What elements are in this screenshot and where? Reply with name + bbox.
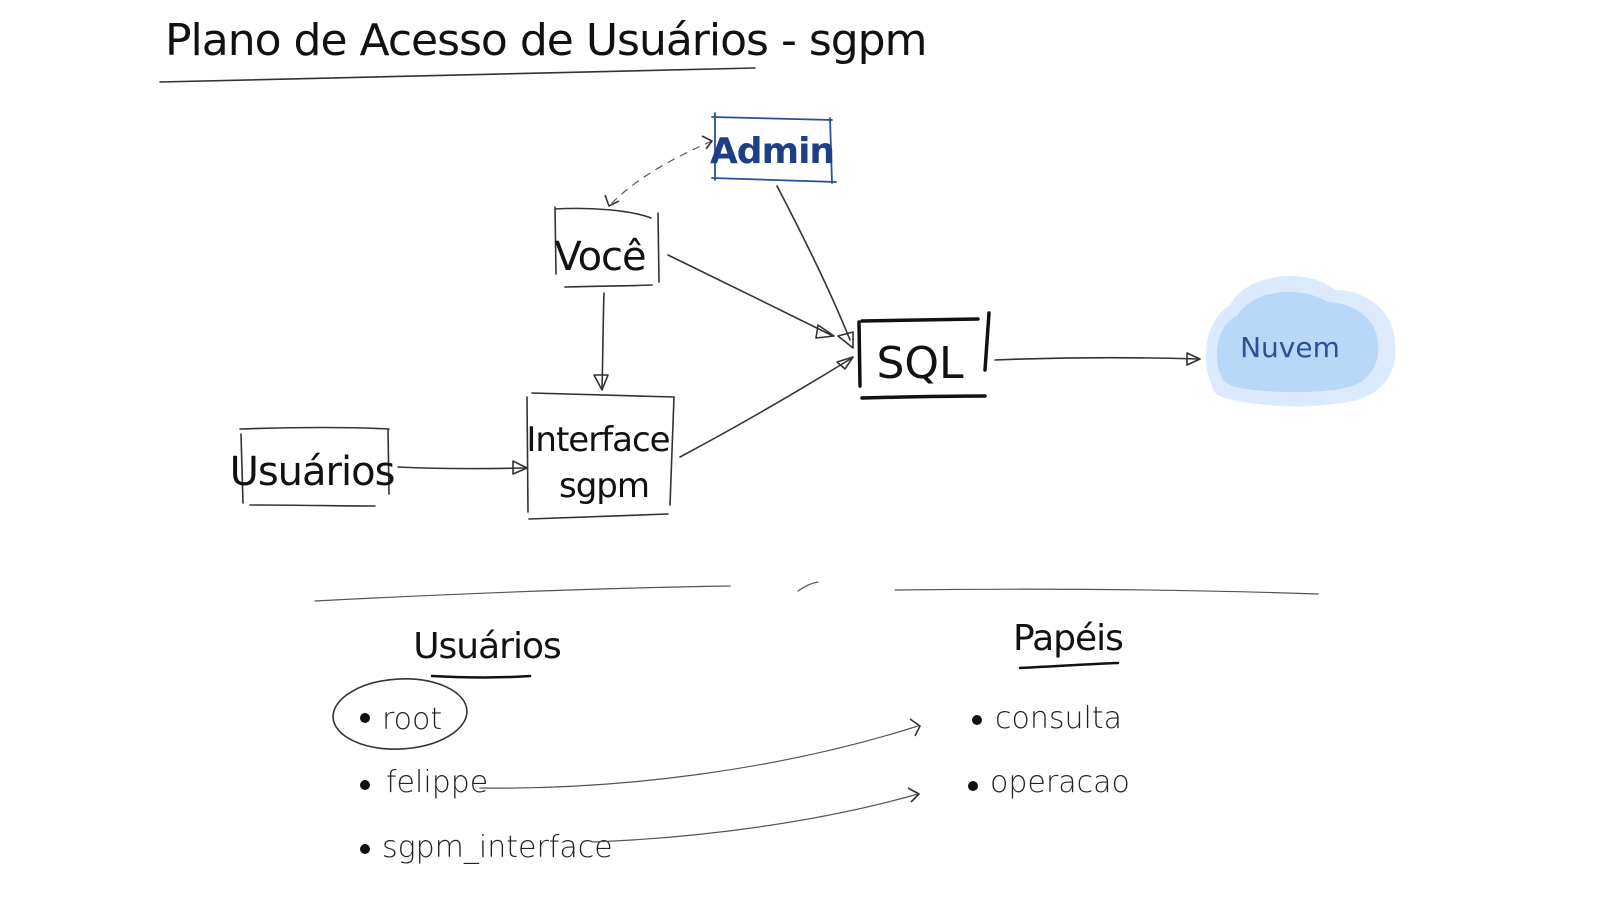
sql-label: SQL — [876, 338, 964, 389]
root-highlight-circle — [332, 678, 468, 750]
users-heading-underline — [430, 674, 532, 679]
users-heading: Usuários — [413, 626, 561, 667]
bullet-dot — [360, 780, 370, 790]
roles-heading-underline — [1018, 661, 1120, 670]
edge-voce-sql — [667, 254, 835, 339]
cloud-shape — [1216, 292, 1379, 393]
mapping-sgpm-interface-operacao — [591, 787, 920, 843]
edge-voce-interface — [593, 292, 609, 391]
sql-node: SQL — [857, 311, 991, 400]
bullet-dot — [972, 715, 982, 725]
voce-node: Você — [554, 206, 660, 288]
title-underline — [159, 67, 756, 83]
mapping-felippe-consulta — [479, 718, 921, 789]
bullet-dot — [360, 844, 370, 854]
admin-label: Admin — [710, 131, 834, 172]
interface-label-line2: sgpm — [559, 466, 649, 506]
usuarios-node-label: Usuários — [230, 449, 395, 495]
edge-admin-voce — [604, 135, 713, 207]
admin-node: Admin — [710, 112, 837, 184]
bullet-dot — [968, 781, 978, 791]
edge-sql-nuvem — [994, 352, 1201, 366]
nuvem-node: Nuvem — [1205, 275, 1396, 407]
user-item-felippe: felippe — [386, 765, 488, 800]
edge-interface-sql — [679, 356, 854, 458]
voce-label: Você — [554, 234, 645, 280]
role-item-operacao: operacao — [990, 765, 1130, 800]
roles-heading: Papéis — [1013, 618, 1123, 659]
nuvem-label: Nuvem — [1240, 331, 1340, 364]
user-item-sgpm-interface: sgpm_interface — [382, 830, 613, 865]
interface-node: Interface sgpm — [526, 392, 675, 520]
page-title: Plano de Acesso de Usuários - sgpm — [165, 15, 926, 66]
user-item-root: root — [382, 702, 442, 737]
role-item-consulta: consulta — [995, 701, 1122, 736]
edge-usuarios-interface — [397, 460, 528, 475]
bullet-dot — [360, 713, 370, 723]
interface-label-line1: Interface — [526, 420, 669, 460]
section-divider — [314, 581, 1319, 602]
usuarios-node: Usuários — [230, 426, 395, 507]
edge-admin-sql — [776, 185, 854, 349]
